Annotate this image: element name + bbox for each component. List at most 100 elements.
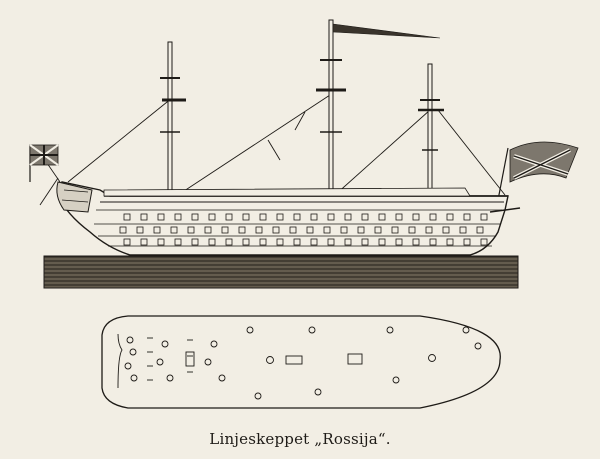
- deck-fitting: [124, 362, 132, 370]
- deck-fitting: [462, 326, 470, 334]
- gunport: [412, 213, 420, 221]
- gunport: [480, 238, 488, 246]
- gunport: [272, 226, 280, 234]
- gunport: [238, 226, 246, 234]
- gunport: [157, 238, 165, 246]
- bow-flag: [497, 141, 579, 201]
- gunport: [140, 238, 148, 246]
- gunport: [446, 238, 454, 246]
- gunport: [463, 213, 471, 221]
- gunport: [429, 238, 437, 246]
- gunport: [463, 238, 471, 246]
- deck-plan: [101, 315, 501, 409]
- pennant-flag: [332, 23, 441, 39]
- gunport: [208, 213, 216, 221]
- gunport: [174, 238, 182, 246]
- mast-step: [266, 356, 274, 364]
- gunport: [191, 238, 199, 246]
- gunport: [459, 226, 467, 234]
- gunport: [153, 226, 161, 234]
- gunport: [191, 213, 199, 221]
- gunport: [306, 226, 314, 234]
- stern-flag: [29, 144, 59, 182]
- gunport: [340, 226, 348, 234]
- hatch: [347, 353, 363, 365]
- gunport: [361, 238, 369, 246]
- deck-fitting: [210, 340, 218, 348]
- hatch: [285, 355, 303, 365]
- gunport: [378, 213, 386, 221]
- gunport: [170, 226, 178, 234]
- deck-fitting: [130, 374, 138, 382]
- slipway-base: [43, 255, 519, 289]
- gunport: [259, 238, 267, 246]
- deck-fitting: [386, 326, 394, 334]
- deck-fitting: [474, 342, 482, 350]
- gunport: [242, 213, 250, 221]
- gunport: [412, 238, 420, 246]
- gunport: [242, 238, 250, 246]
- gunport: [119, 226, 127, 234]
- gunport: [204, 226, 212, 234]
- rigging-lines: [37, 94, 506, 206]
- deck-fitting: [392, 376, 400, 384]
- gunport: [361, 213, 369, 221]
- gunport: [123, 238, 131, 246]
- gunport: [289, 226, 297, 234]
- deck-fitting: [254, 392, 262, 400]
- gunport: [446, 213, 454, 221]
- deck-fitting: [161, 340, 169, 348]
- deck-fitting: [218, 374, 226, 382]
- gunport: [323, 226, 331, 234]
- gunport: [327, 213, 335, 221]
- gunport: [157, 213, 165, 221]
- deck-fitting: [204, 358, 212, 366]
- deck-fitting: [156, 358, 164, 366]
- gunport: [344, 213, 352, 221]
- gunport: [187, 226, 195, 234]
- gunport: [310, 238, 318, 246]
- gunport: [378, 238, 386, 246]
- gunport: [374, 226, 382, 234]
- gunport: [140, 213, 148, 221]
- gunport: [276, 238, 284, 246]
- gunport: [425, 226, 433, 234]
- gunport: [259, 213, 267, 221]
- gunport: [480, 213, 488, 221]
- gunport: [310, 213, 318, 221]
- deck-fitting: [129, 348, 137, 356]
- gunport: [225, 213, 233, 221]
- gunport: [208, 238, 216, 246]
- hatch: [185, 351, 195, 367]
- deck-fitting: [166, 374, 174, 382]
- deck-fitting: [246, 326, 254, 334]
- deck-fitting: [314, 388, 322, 396]
- gunport: [357, 226, 365, 234]
- gunport: [221, 226, 229, 234]
- gunport: [293, 238, 301, 246]
- gunport: [429, 213, 437, 221]
- gunport: [327, 238, 335, 246]
- gunport: [136, 226, 144, 234]
- gunport: [395, 238, 403, 246]
- deck-fitting: [308, 326, 316, 334]
- gunport: [225, 238, 233, 246]
- gunport: [344, 238, 352, 246]
- masts: [160, 19, 444, 196]
- gunport-rows: [119, 213, 488, 246]
- gunport: [442, 226, 450, 234]
- gunport: [293, 213, 301, 221]
- gunport: [408, 226, 416, 234]
- gunport: [255, 226, 263, 234]
- gunport: [174, 213, 182, 221]
- gunport: [391, 226, 399, 234]
- deck-fitting: [126, 336, 134, 344]
- figure-caption: Linjeskeppet „Rossija“.: [209, 430, 391, 448]
- gunport: [276, 213, 284, 221]
- gunport: [476, 226, 484, 234]
- mast-step: [428, 354, 436, 362]
- gunport: [395, 213, 403, 221]
- gunport: [123, 213, 131, 221]
